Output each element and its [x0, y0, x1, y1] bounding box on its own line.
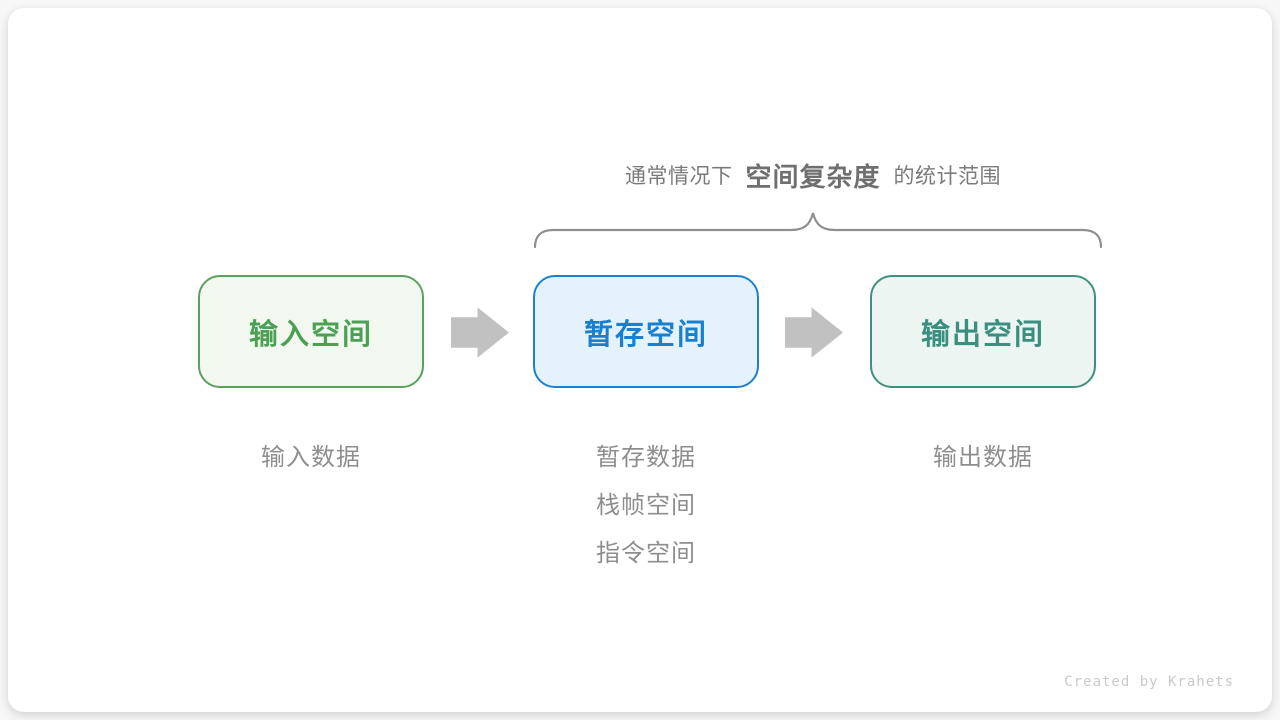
sublabel-temp-data: 暂存数据	[596, 443, 696, 471]
right-arrow-icon	[451, 307, 510, 358]
output-space-box: 输出空间	[870, 275, 1096, 388]
input-space-box: 输入空间	[198, 275, 424, 388]
credit-text: Created by Krahets	[1064, 674, 1234, 690]
output-space-label: 输出空间	[920, 316, 1045, 351]
annotation-suffix: 的统计范围	[893, 164, 1001, 188]
sublabel-input-data: 输入数据	[261, 443, 361, 471]
annotation-term: 空间复杂度	[745, 162, 881, 193]
brace-icon	[533, 212, 1103, 249]
annotation-prefix: 通常情况下	[624, 164, 733, 188]
temp-space-sublabels: 暂存数据 栈帧空间 指令空间	[533, 433, 759, 577]
diagram-card: 通常情况下 空间复杂度 的统计范围 输入空间 暂存空间 输出空间 输入数据 暂存…	[8, 8, 1272, 712]
input-space-sublabels: 输入数据	[198, 433, 424, 481]
sublabel-instruction-space: 指令空间	[596, 539, 696, 567]
temp-space-label: 暂存空间	[583, 316, 708, 351]
right-arrow-icon	[785, 307, 844, 358]
input-space-label: 输入空间	[248, 316, 373, 351]
sublabel-stack-frame-space: 栈帧空间	[596, 491, 696, 519]
temp-space-box: 暂存空间	[533, 275, 759, 388]
scope-annotation: 通常情况下 空间复杂度 的统计范围	[458, 153, 1168, 197]
output-space-sublabels: 输出数据	[870, 433, 1096, 481]
sublabel-output-data: 输出数据	[933, 443, 1033, 471]
